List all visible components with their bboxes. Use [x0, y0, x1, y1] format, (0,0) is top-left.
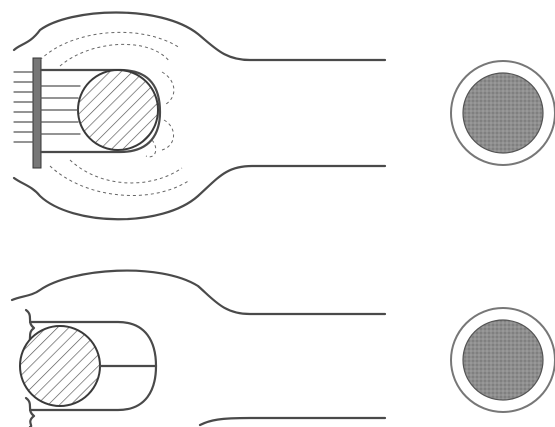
upper-base-plate [33, 58, 41, 168]
lower-electrode-disc [20, 326, 100, 406]
lower-panel [12, 271, 385, 427]
lower-cross-section [451, 308, 555, 412]
upper-panel [14, 13, 385, 220]
upper-envelope-bottom [14, 166, 385, 219]
upper-coil-lines [14, 72, 33, 142]
upper-electrode-disc [78, 70, 158, 150]
upper-envelope-top [14, 13, 385, 61]
upper-field-lines [41, 86, 80, 134]
lower-envelope-top [12, 271, 385, 314]
lower-envelope-bottom [200, 418, 385, 425]
upper-cross-section [451, 61, 555, 165]
